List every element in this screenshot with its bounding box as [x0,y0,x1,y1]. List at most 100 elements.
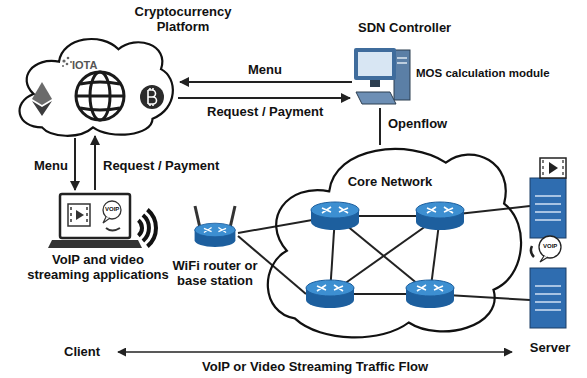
connector-arrow [74,138,76,190]
node-title: Core Network [315,174,465,189]
icon-text: VOIP [543,243,557,250]
node-title: Server [518,340,582,355]
laptop-icon [68,204,90,226]
server-icon [535,196,561,220]
computer-icon [370,80,380,87]
icon-frame [352,46,412,106]
connector-arrow [94,136,96,190]
icon-text: VOIP [105,206,119,213]
client-laptop: VoIP and video streaming applications [18,192,178,292]
cloud-outline [255,138,520,343]
ethereum-icon [32,101,52,116]
traffic-arrow [118,352,512,353]
server-icon [549,162,558,174]
voip-bubble [539,236,561,258]
laptop-icon [48,194,142,248]
laptop-icon [76,210,84,220]
node-title: Cryptocurrency Platform [126,4,240,34]
globe-icon [76,95,124,98]
edge-label: Openflow [386,116,449,131]
wifi-signal [147,210,156,247]
edge-label: Menu [32,158,70,173]
server-icon [535,286,561,310]
node-title: WiFi router or base station [170,258,260,288]
connector-arrow [180,81,352,83]
globe-icon [80,82,120,84]
server-icon [540,158,566,178]
laptop-icon [60,194,130,238]
router-icon [416,202,464,230]
router-icon [311,202,359,230]
computer-icon [358,52,392,76]
wifi-signal [138,220,142,235]
connector-arrow [379,108,381,145]
icon-frame [190,203,240,250]
iota-logo [62,59,65,62]
iota-logo [70,61,72,63]
traffic-arrow [118,351,512,353]
laptop-icon [103,217,110,223]
cloud-outline [20,39,173,136]
wifi-router-icon [195,206,236,247]
wifi-router-icon [195,223,236,247]
server-icon [530,268,566,328]
server-icon [530,268,566,328]
server: Server [518,262,582,358]
ethereum-icon [32,82,52,116]
wifi-router-icon [230,206,235,228]
edge-label: Menu [246,62,284,77]
icon-frame [530,268,566,328]
cloud-outline [268,149,521,337]
router-icon [306,202,464,308]
laptop-icon [48,240,142,248]
globe-icon [80,108,120,110]
wifi-router: WiFi router or base station [170,200,260,295]
connector-arrow [178,97,350,99]
computer-icon [394,50,410,100]
computer-icon [356,92,396,104]
laptop-icon [71,207,87,222]
laptop-icon [103,201,121,219]
laptop-icon [106,228,120,231]
ethereum-icon [32,82,52,105]
cloud-outline [8,22,178,146]
globe-icon [76,72,124,120]
caption-label: Client [62,344,102,359]
caption-label: VoIP or Video Streaming Traffic Flow [200,359,430,374]
wifi-signal [138,210,156,247]
edge-label: Request / Payment [205,104,325,119]
bitcoin-icon [148,88,157,106]
node-text: MOS calculation module [416,66,584,81]
router-icon [306,280,354,308]
cloud-platform: Cryptocurrency PlatformIOTA [8,4,240,148]
icon-frame [48,192,142,248]
iota-logo [67,57,70,60]
computer-icon [354,48,410,104]
computer-icon [397,57,407,59]
server-icon [543,160,563,175]
node-title: SDN Controller [358,20,498,35]
controller: SDN ControllerMOS calculation module [340,18,585,110]
node-title: VoIP and video streaming applications [22,252,174,282]
voip-bubble [540,256,548,262]
iota-logo [66,63,69,66]
server-icon [530,158,566,238]
router-icon [406,280,454,308]
edge-label: Request / Payment [101,158,221,173]
server-icon [530,178,566,238]
wifi-signal [143,215,149,241]
iota-logo [62,65,64,67]
bitcoin-icon [140,85,164,109]
cloud-network: Core Network [255,138,520,343]
computer-icon [397,62,407,64]
voip-bubble [531,246,534,257]
iota-logo [62,57,72,67]
globe-icon [76,72,124,120]
bitcoin-icon [140,85,164,109]
computer-icon [354,48,396,80]
node-text: IOTA [72,58,112,73]
voip-bubble [531,236,561,262]
